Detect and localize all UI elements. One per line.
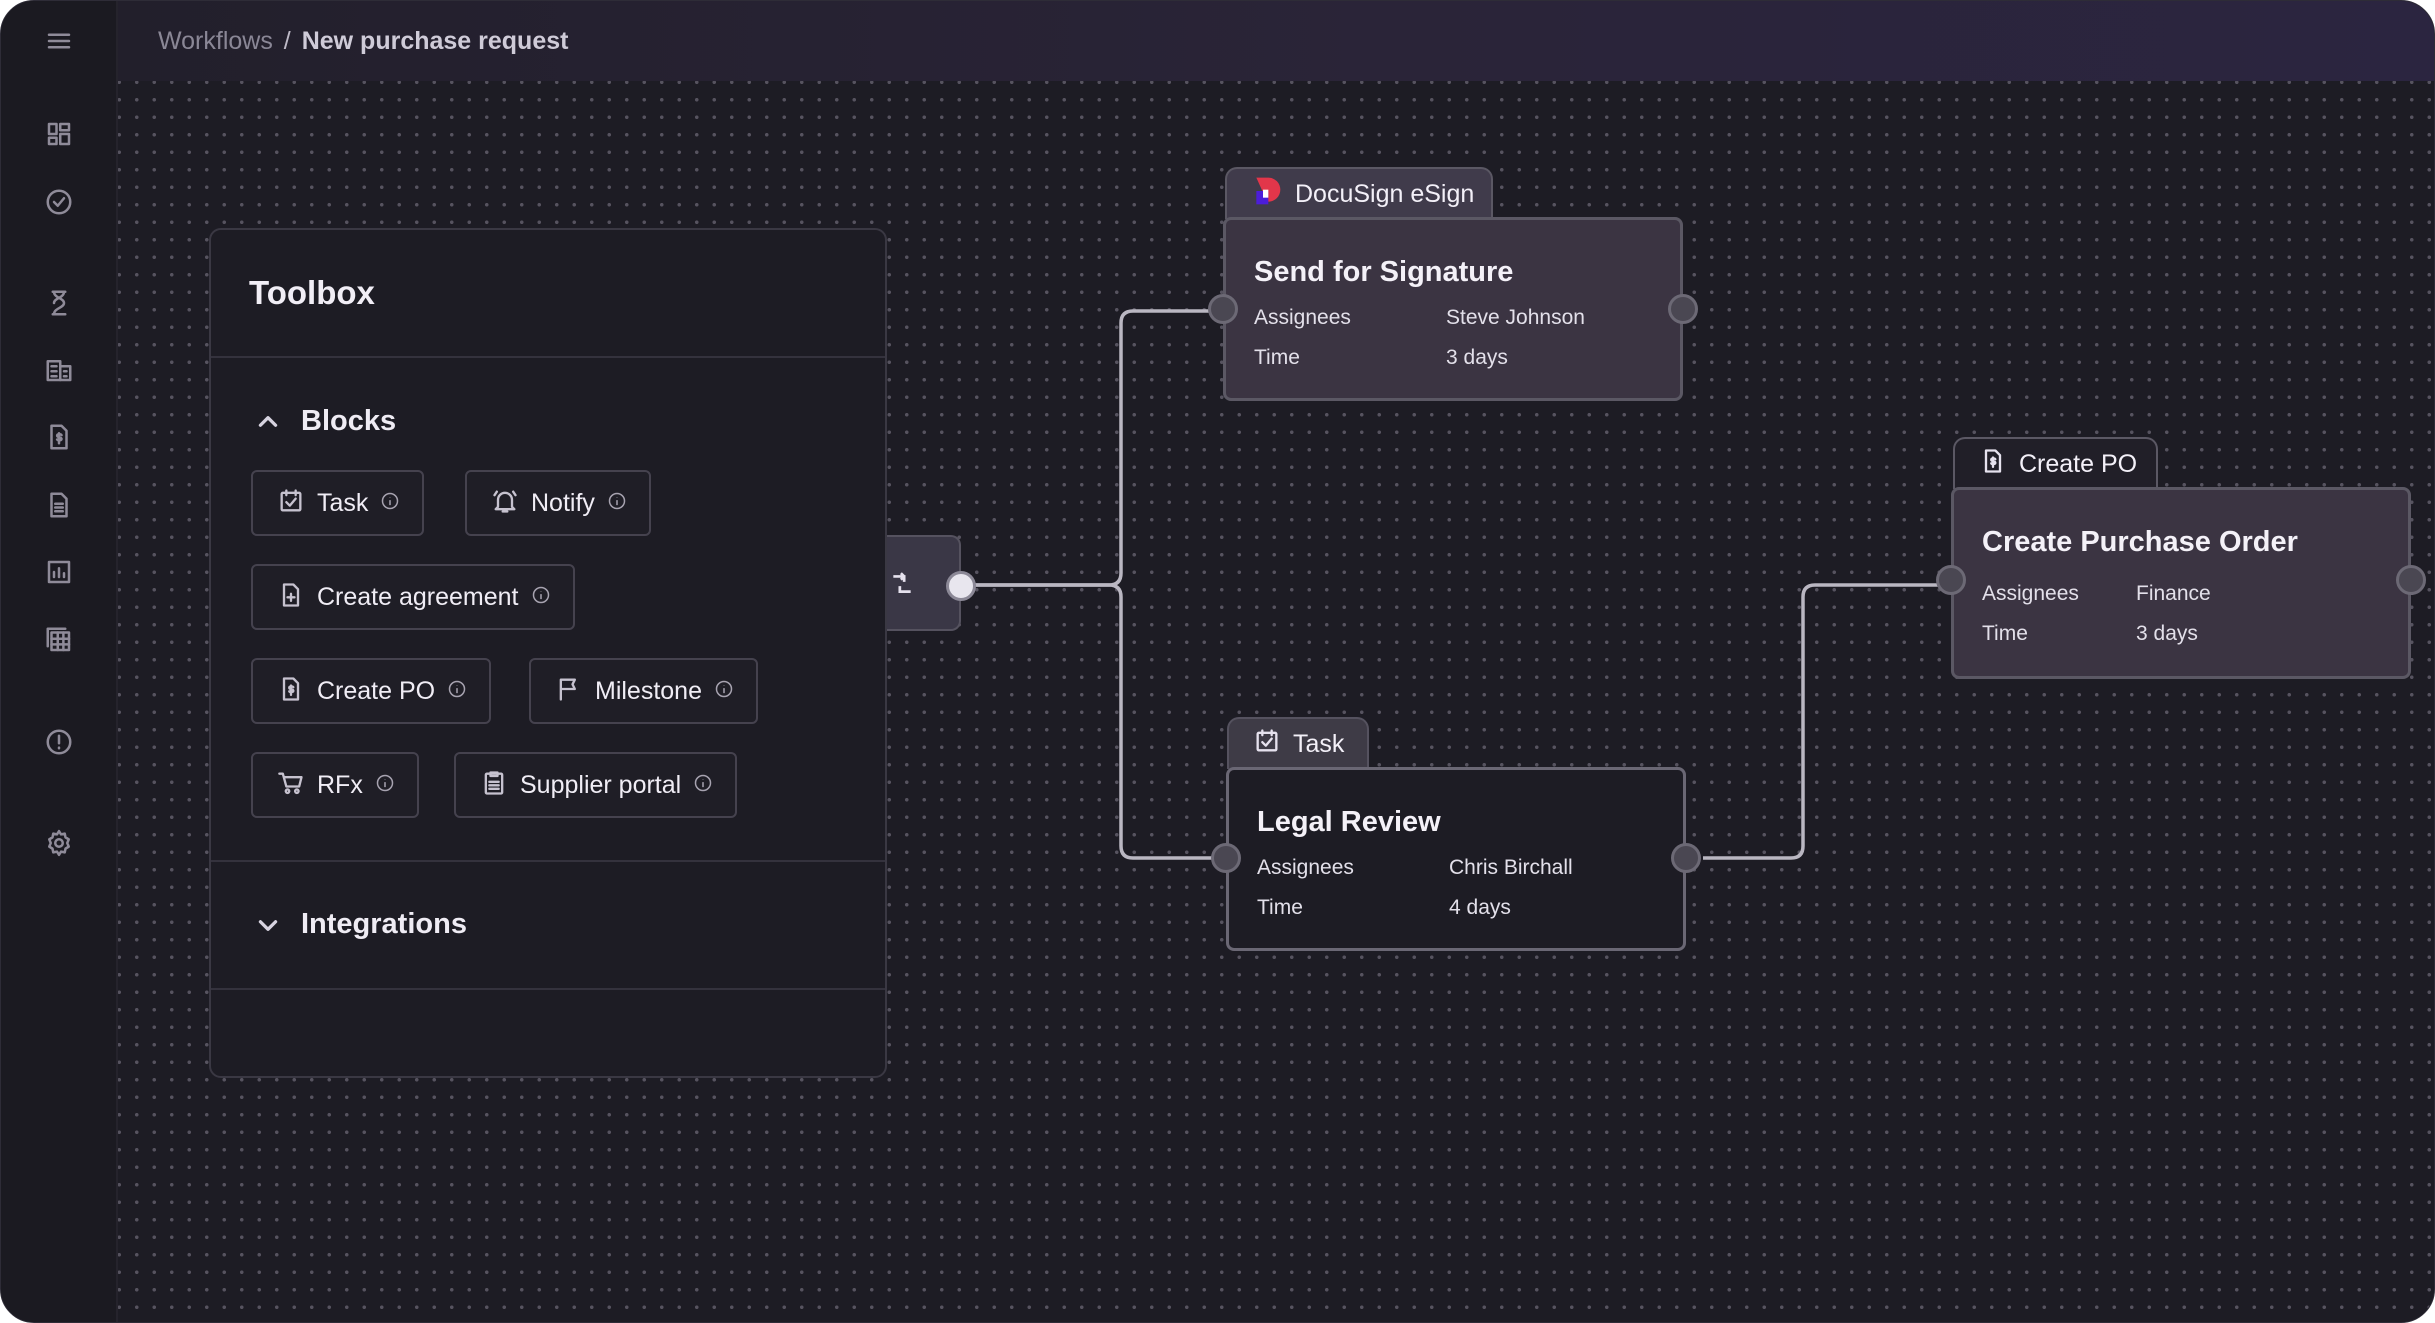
- legal-node-tab-label: Task: [1293, 729, 1345, 758]
- invoice-icon[interactable]: [41, 419, 77, 455]
- po-document-icon: [277, 675, 305, 708]
- chevron-down-icon: [258, 919, 278, 931]
- blocks-section-label: Blocks: [301, 405, 397, 437]
- signature-node[interactable]: Send for Signature Assignees Steve Johns…: [1223, 217, 1683, 401]
- block-create-po-label: Create PO: [317, 676, 436, 705]
- info-icon[interactable]: [375, 773, 395, 798]
- task-check-icon: [1253, 727, 1281, 762]
- toolbox-divider: [211, 860, 885, 862]
- sidebar: [1, 1, 118, 1322]
- info-icon[interactable]: [714, 679, 734, 704]
- po-document-icon: [1979, 447, 2007, 482]
- toolbox-title: Toolbox: [249, 274, 375, 311]
- flag-icon: [555, 675, 583, 708]
- assignees-label: Assignees: [1254, 306, 1351, 329]
- alert-icon[interactable]: [41, 724, 77, 760]
- breadcrumb-separator: /: [283, 27, 291, 55]
- cart-icon: [277, 769, 305, 802]
- time-value: 4 days: [1449, 896, 1511, 919]
- info-icon[interactable]: [607, 491, 627, 516]
- po-input-port[interactable]: [1936, 565, 1966, 595]
- block-task[interactable]: Task: [251, 470, 425, 536]
- info-icon[interactable]: [693, 773, 713, 798]
- add-document-icon: [277, 581, 305, 614]
- breadcrumb-parent[interactable]: Workflows: [158, 27, 273, 55]
- block-supplier-portal[interactable]: Supplier portal: [454, 752, 738, 818]
- po-node-tab-label: Create PO: [2019, 449, 2138, 478]
- menu-icon[interactable]: [41, 23, 77, 59]
- bell-icon: [491, 487, 519, 520]
- block-create-po[interactable]: Create PO: [251, 658, 492, 724]
- block-rfx[interactable]: RFx: [251, 752, 419, 818]
- po-node-tab[interactable]: Create PO: [1953, 437, 2158, 489]
- assignees-value: Steve Johnson: [1446, 306, 1585, 329]
- signature-node-tab[interactable]: DocuSign eSign: [1225, 167, 1493, 219]
- building-icon[interactable]: [41, 352, 77, 388]
- top-bar: Workflows / New purchase request: [118, 1, 2434, 81]
- dashboard-icon[interactable]: [41, 116, 77, 152]
- po-node-title: Create Purchase Order: [1982, 526, 2298, 558]
- integrations-section-toggle[interactable]: Integrations: [255, 908, 467, 941]
- breadcrumb-current: New purchase request: [301, 27, 569, 55]
- toolbox-panel: Toolbox Blocks Task Notify Create agreem…: [209, 228, 887, 1078]
- block-supplier-portal-label: Supplier portal: [520, 770, 682, 799]
- time-label: Time: [1254, 346, 1300, 369]
- block-notify-label: Notify: [531, 488, 595, 517]
- block-rfx-label: RFx: [317, 770, 363, 799]
- hourglass-icon[interactable]: [41, 285, 77, 321]
- start-node-icon: [893, 572, 911, 593]
- block-milestone-label: Milestone: [595, 676, 702, 705]
- breadcrumb: Workflows / New purchase request: [158, 27, 568, 56]
- chevron-up-icon: [258, 415, 278, 427]
- info-icon[interactable]: [380, 491, 400, 516]
- signature-node-title: Send for Signature: [1254, 256, 1514, 288]
- block-create-agreement-label: Create agreement: [317, 582, 519, 611]
- start-output-port[interactable]: [946, 571, 976, 601]
- assignees-label: Assignees: [1982, 582, 2079, 605]
- document-icon[interactable]: [41, 487, 77, 523]
- docusign-logo-icon: [1251, 175, 1283, 214]
- time-label: Time: [1982, 622, 2028, 645]
- legal-output-port[interactable]: [1671, 843, 1701, 873]
- time-label: Time: [1257, 896, 1303, 919]
- info-icon[interactable]: [531, 585, 551, 610]
- info-icon[interactable]: [447, 679, 467, 704]
- gear-icon[interactable]: [41, 825, 77, 861]
- signature-node-tab-label: DocuSign eSign: [1295, 179, 1475, 208]
- table-icon[interactable]: [41, 622, 77, 658]
- block-create-agreement[interactable]: Create agreement: [251, 564, 575, 630]
- legal-node-title: Legal Review: [1257, 806, 1441, 838]
- block-milestone[interactable]: Milestone: [529, 658, 758, 724]
- block-notify[interactable]: Notify: [465, 470, 651, 536]
- task-check-icon: [277, 487, 305, 520]
- legal-node[interactable]: Legal Review Assignees Chris Birchall Ti…: [1226, 767, 1686, 951]
- signature-output-port[interactable]: [1668, 294, 1698, 324]
- po-node[interactable]: Create Purchase Order Assignees Finance …: [1951, 487, 2411, 679]
- integrations-section-label: Integrations: [301, 908, 467, 940]
- clipboard-icon: [480, 769, 508, 802]
- check-circle-icon[interactable]: [41, 184, 77, 220]
- assignees-label: Assignees: [1257, 856, 1354, 879]
- report-chart-icon[interactable]: [41, 554, 77, 590]
- block-task-label: Task: [317, 488, 369, 517]
- signature-input-port[interactable]: [1208, 294, 1238, 324]
- toolbox-divider: [211, 988, 885, 990]
- legal-node-tab[interactable]: Task: [1227, 717, 1369, 769]
- time-value: 3 days: [2136, 622, 2198, 645]
- toolbox-divider: [211, 356, 885, 358]
- blocks-section-toggle[interactable]: Blocks: [255, 405, 396, 438]
- legal-input-port[interactable]: [1211, 843, 1241, 873]
- assignees-value: Chris Birchall: [1449, 856, 1573, 879]
- time-value: 3 days: [1446, 346, 1508, 369]
- assignees-value: Finance: [2136, 582, 2211, 605]
- po-output-port[interactable]: [2396, 565, 2426, 595]
